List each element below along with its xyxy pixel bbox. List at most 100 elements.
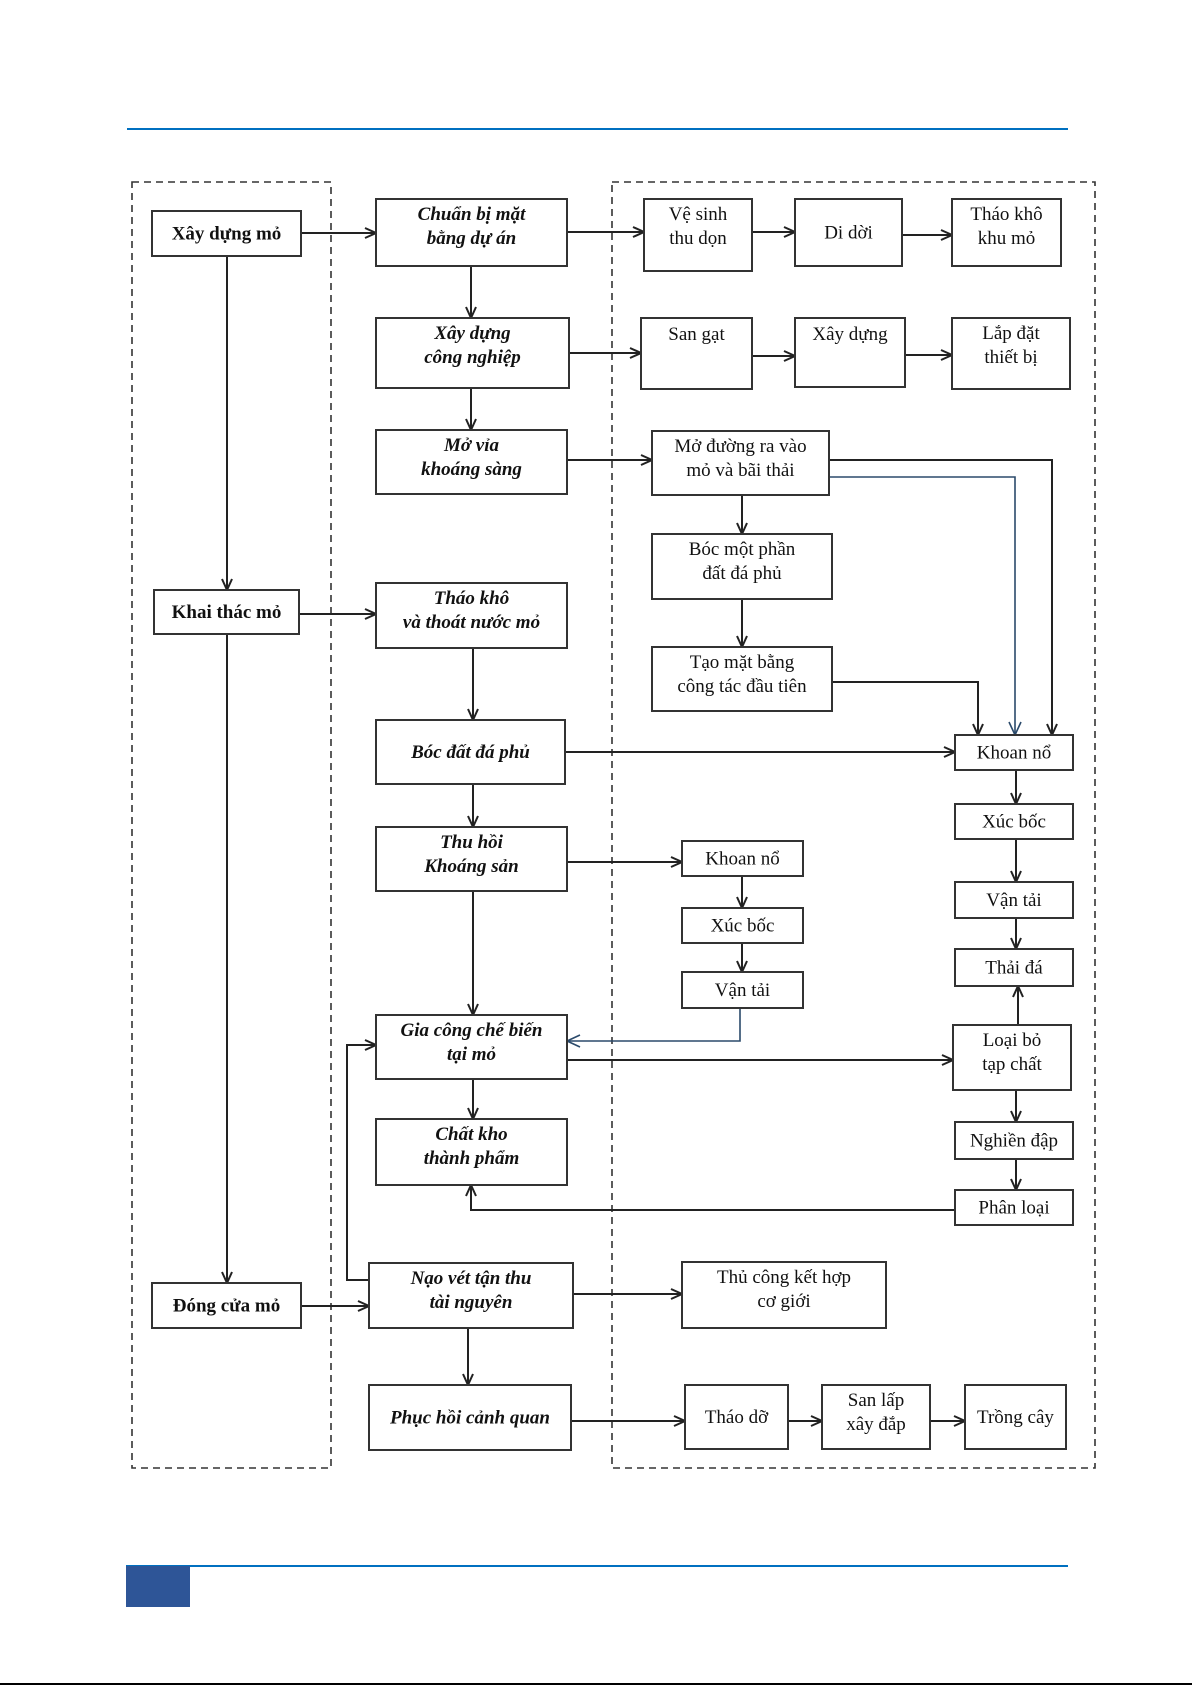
node-san-gat: San gạt [640, 317, 753, 390]
node-label: Mở vỉa [443, 435, 500, 456]
node-label: tài nguyên [430, 1292, 513, 1313]
node-label: Tháo khô [434, 588, 510, 609]
node-label: cơ giới [757, 1291, 810, 1312]
node-box [375, 1118, 568, 1186]
node-chuan-bi-mat-bang: Chuẩn bị mặt bằng dự án [375, 198, 568, 267]
node-khai-thac-mo: Khai thác mỏ [153, 589, 300, 635]
node-box [651, 533, 833, 600]
stage-group-frame [131, 181, 332, 1469]
node-box [681, 1261, 887, 1329]
node-box [951, 317, 1071, 390]
node-label: thiết bị [984, 347, 1037, 368]
node-label: xây đắp [846, 1414, 906, 1435]
node-label: thành phẩm [424, 1148, 520, 1169]
node-box [964, 1384, 1067, 1450]
node-mo-via: Mở vỉa khoáng sàng [375, 429, 568, 495]
node-van-tai-m: Vận tải [681, 971, 804, 1009]
arrow-mo-duong-ra-vao-to-khoan-no-r [829, 459, 1052, 735]
node-nao-vet-tan-thu: Nạo vét tận thu tài nguyên [368, 1262, 574, 1329]
page-number-block [126, 1566, 190, 1607]
node-box [368, 1384, 572, 1451]
node-thao-do: Tháo dỡ [684, 1384, 789, 1450]
node-dong-cua-mo: Đóng cửa mỏ [151, 1282, 302, 1329]
node-box [375, 1014, 568, 1080]
node-boc-dat-da-phu: Bóc đất đá phủ [375, 719, 566, 785]
node-box [821, 1384, 931, 1450]
node-label: Thu hồi [440, 832, 504, 853]
header-rule [127, 128, 1068, 130]
node-di-doi: Di dời [794, 198, 903, 267]
node-box [952, 1024, 1072, 1091]
node-label: Bóc đất đá phủ [410, 742, 530, 763]
node-box [651, 646, 833, 712]
node-label: Bóc một phần [689, 539, 796, 560]
node-label: Đóng cửa mỏ [173, 1296, 280, 1317]
node-label: mỏ và bãi thải [686, 460, 794, 481]
node-thao-kho-thoat-nuoc: Tháo khô và thoát nước mỏ [375, 582, 568, 649]
node-label: Nghiền đập [970, 1131, 1058, 1152]
node-label: Khoan nổ [705, 849, 779, 870]
node-label: Tháo khô [970, 204, 1042, 225]
node-label: Chuẩn bị mặt [418, 204, 526, 225]
node-xay-dung-mo: Xây dựng mỏ [151, 210, 302, 257]
node-box [375, 429, 568, 495]
node-box [681, 971, 804, 1009]
arrow-van-tai-m-to-gia-cong-che-bien [565, 1008, 741, 1048]
node-label: Xúc bốc [711, 916, 775, 937]
node-van-tai-r: Vận tải [954, 881, 1074, 919]
node-label: Thủ công kết hợp [717, 1267, 851, 1288]
node-label: Thải đá [985, 958, 1043, 979]
node-label: khoáng sàng [421, 459, 522, 480]
node-label: Khoan nổ [977, 743, 1051, 764]
edges-layer [227, 232, 1052, 1421]
node-box [794, 198, 903, 267]
node-box [951, 198, 1062, 267]
node-box [368, 1262, 574, 1329]
node-label: bằng dự án [427, 228, 517, 249]
node-label: Nạo vét tận thu [410, 1268, 532, 1289]
node-box [153, 589, 300, 635]
node-label: khu mỏ [978, 228, 1036, 249]
node-box [954, 1189, 1074, 1226]
node-label: Trồng cây [977, 1407, 1054, 1428]
node-label: Di dời [824, 223, 873, 244]
node-label: Mở đường ra vào [674, 436, 806, 457]
node-label: Tháo dỡ [705, 1407, 769, 1428]
node-label: và thoát nước mỏ [403, 612, 540, 633]
node-box [375, 198, 568, 267]
node-box [151, 1282, 302, 1329]
node-trong-cay: Trồng cây [964, 1384, 1067, 1450]
arrow-tao-mat-bang-to-khoan-no-r [832, 681, 978, 735]
node-box [794, 317, 906, 388]
node-label: Khai thác mỏ [172, 602, 282, 623]
node-label: San lấp [848, 1390, 904, 1411]
node-nghien-dap: Nghiền đập [954, 1121, 1074, 1160]
node-label: Xây dựng [812, 324, 888, 345]
node-xay-dung: Xây dựng [794, 317, 906, 388]
node-label: Vận tải [715, 980, 770, 1001]
node-san-lap-xay-dap: San lấp xây đắp [821, 1384, 931, 1450]
node-box [375, 826, 568, 892]
node-box [643, 198, 753, 272]
footer-rule [126, 1565, 1068, 1567]
node-box [651, 430, 830, 496]
node-box [375, 582, 568, 649]
node-label: thu dọn [669, 228, 727, 249]
node-label: Vận tải [986, 890, 1041, 911]
node-box [151, 210, 302, 257]
activity-group-frame [611, 181, 1096, 1469]
node-label: Khoáng sản [423, 856, 519, 877]
node-label: Loại bỏ [983, 1030, 1042, 1051]
node-thao-kho-khu-mo: Tháo khô khu mỏ [951, 198, 1062, 267]
node-label: Phục hồi cảnh quan [389, 1408, 550, 1429]
nodes-layer: Xây dựng mỏ Khai thác mỏ Đóng cửa mỏ Chuẩn … [151, 198, 1074, 1451]
